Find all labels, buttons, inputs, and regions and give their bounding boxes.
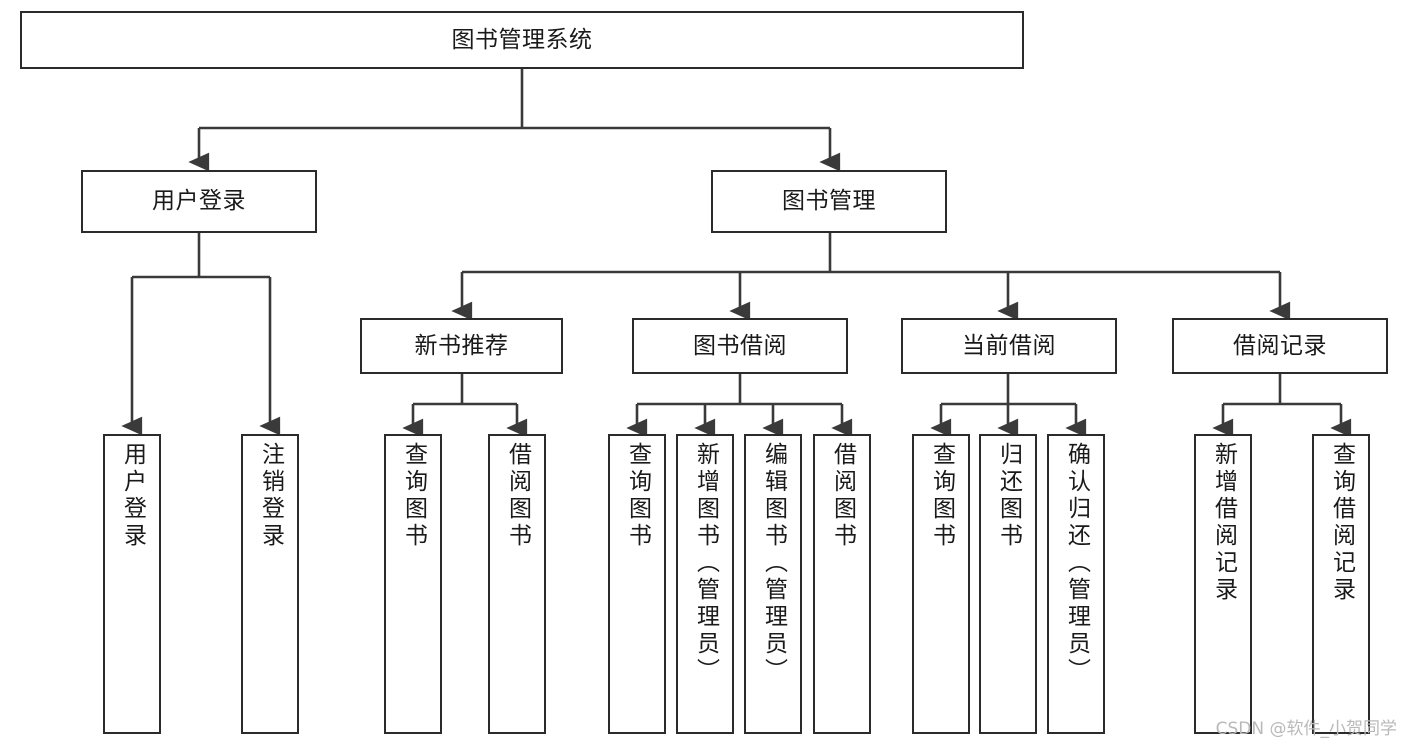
node-label: 查询图书 <box>928 442 955 550</box>
node-leaf-add-book[interactable]: 新增图书（管理员） <box>676 434 734 734</box>
node-label: 编辑图书（管理员） <box>760 442 787 685</box>
node-leaf-user-login[interactable]: 用户登录 <box>103 434 161 734</box>
node-label: 用户登录 <box>152 188 246 215</box>
node-label: 新增图书（管理员） <box>692 442 719 685</box>
node-leaf-edit-book[interactable]: 编辑图书（管理员） <box>744 434 802 734</box>
node-leaf-add-borrow-record[interactable]: 新增借阅记录 <box>1194 434 1252 734</box>
node-label: 新书推荐 <box>414 332 509 359</box>
node-new-book-recommend[interactable]: 新书推荐 <box>360 318 563 374</box>
node-label: 归还图书 <box>995 442 1022 550</box>
node-leaf-borrow-book[interactable]: 借阅图书 <box>813 434 871 734</box>
node-label: 注销登录 <box>257 442 284 550</box>
node-label: 当前借阅 <box>962 332 1056 359</box>
node-book-borrow[interactable]: 图书借阅 <box>632 318 848 374</box>
node-leaf-query-book-recommend[interactable]: 查询图书 <box>384 434 442 734</box>
node-current-borrow[interactable]: 当前借阅 <box>901 318 1117 374</box>
node-book-manage[interactable]: 图书管理 <box>711 170 947 233</box>
node-label: 图书管理 <box>782 188 876 215</box>
node-leaf-confirm-return[interactable]: 确认归还（管理员） <box>1047 434 1105 734</box>
node-label: 确认归还（管理员） <box>1063 442 1090 685</box>
node-label: 借阅图书 <box>504 442 531 550</box>
node-label: 图书管理系统 <box>451 26 593 53</box>
node-leaf-query-borrow-record[interactable]: 查询借阅记录 <box>1312 434 1370 734</box>
node-label: 图书借阅 <box>693 332 787 359</box>
node-leaf-query-book-borrow[interactable]: 查询图书 <box>608 434 666 734</box>
node-label: 新增借阅记录 <box>1210 442 1237 604</box>
node-label: 查询图书 <box>400 442 427 550</box>
node-label: 借阅图书 <box>829 442 856 550</box>
node-leaf-query-book-current[interactable]: 查询图书 <box>912 434 970 734</box>
node-user-login[interactable]: 用户登录 <box>81 170 317 233</box>
node-root-book-management-system[interactable]: 图书管理系统 <box>20 11 1024 69</box>
node-borrow-record[interactable]: 借阅记录 <box>1172 318 1388 374</box>
node-label: 查询借阅记录 <box>1328 442 1355 604</box>
node-leaf-return-book[interactable]: 归还图书 <box>979 434 1037 734</box>
node-label: 借阅记录 <box>1233 332 1327 359</box>
node-label: 查询图书 <box>624 442 651 550</box>
node-label: 用户登录 <box>119 442 146 550</box>
node-leaf-borrow-book-recommend[interactable]: 借阅图书 <box>488 434 546 734</box>
node-leaf-logout[interactable]: 注销登录 <box>241 434 299 734</box>
